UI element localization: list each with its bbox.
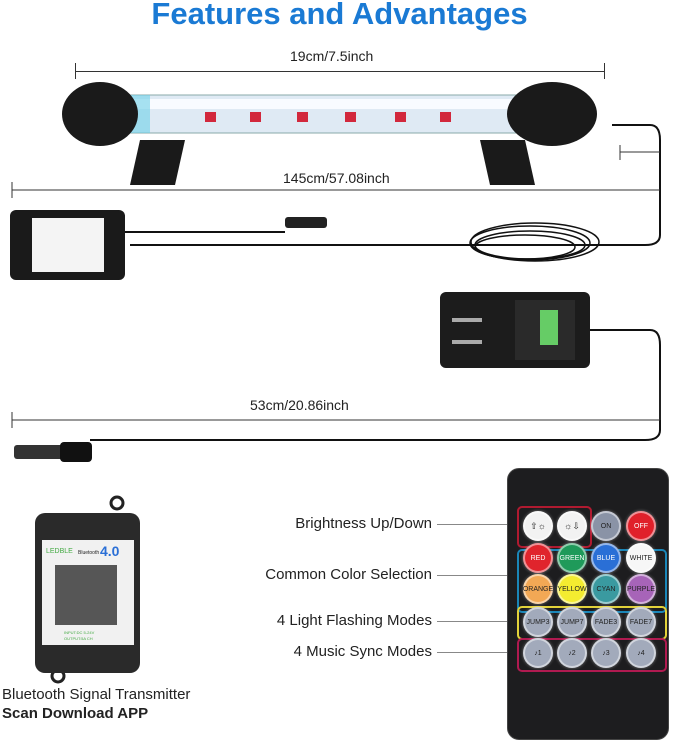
remote-button-blue[interactable]: BLUE xyxy=(591,543,621,573)
leader-line xyxy=(437,575,514,576)
remote-button-jump7[interactable]: JUMP7 xyxy=(557,607,587,637)
light-length-label: 19cm/7.5inch xyxy=(290,48,374,64)
dimension-tick xyxy=(604,63,605,79)
music-group xyxy=(517,638,667,672)
remote-button-orange[interactable]: ORANGE xyxy=(523,574,553,604)
label-brightness: Brightness Up/Down xyxy=(295,515,432,532)
remote-button-music1[interactable]: ♪1 xyxy=(523,638,553,668)
remote-button-cyan[interactable]: CYAN xyxy=(591,574,621,604)
remote-button-red[interactable]: RED xyxy=(523,543,553,573)
transmitter-version: 4.0 xyxy=(100,543,120,559)
qr-code xyxy=(55,565,117,625)
end-cap-right xyxy=(507,82,597,146)
remote-button-music2[interactable]: ♪2 xyxy=(557,638,587,668)
suction-cup xyxy=(130,140,185,185)
transmitter-bt-label: Bluetooth xyxy=(78,550,100,556)
remote-button-fade7[interactable]: FADE7 xyxy=(626,607,656,637)
remote-button-fade3[interactable]: FADE3 xyxy=(591,607,621,637)
remote-button-on[interactable]: ON xyxy=(591,511,621,541)
adapter-cable-length-label: 53cm/20.86inch xyxy=(250,397,349,413)
end-cap-left xyxy=(62,82,138,146)
remote-button-white[interactable]: WHITE xyxy=(626,543,656,573)
remote-button-yellow[interactable]: YELLOW xyxy=(557,574,587,604)
leader-line xyxy=(437,621,514,622)
dimension-line xyxy=(75,71,605,72)
led-chips xyxy=(205,112,451,122)
cable-coil xyxy=(469,222,600,262)
remote-button-music3[interactable]: ♪3 xyxy=(591,638,621,668)
label-colors: Common Color Selection xyxy=(265,566,432,583)
connector-plug xyxy=(285,217,327,228)
dimension-tick xyxy=(75,63,76,79)
transmitter-spec: OUTPUT:5A CH xyxy=(64,636,93,641)
brightness-down-icon-button[interactable]: ☼⇩ xyxy=(557,511,587,541)
leader-line xyxy=(437,652,514,653)
light-cable-length-label: 145cm/57.08inch xyxy=(283,170,390,186)
light-cable xyxy=(130,124,661,246)
dc-plug xyxy=(14,445,64,459)
remote-button-off[interactable]: OFF xyxy=(626,511,656,541)
brightness-up-icon-button[interactable]: ⇧☼ xyxy=(523,511,553,541)
label-music: 4 Music Sync Modes xyxy=(293,643,432,660)
remote-button-green[interactable]: GREEN xyxy=(557,543,587,573)
transmitter-brand: LEDBLE xyxy=(46,548,73,555)
remote-button-jump3[interactable]: JUMP3 xyxy=(523,607,553,637)
transmitter-spec: INPUT:DC 5-24V xyxy=(64,630,95,635)
page-title: Features and Advantages xyxy=(151,0,528,31)
leader-line xyxy=(437,524,517,525)
remote-button-purple[interactable]: PURPLE xyxy=(626,574,656,604)
suction-cup xyxy=(480,140,535,185)
remote-button-music4[interactable]: ♪4 xyxy=(626,638,656,668)
transmitter-caption-bold: Scan Download APP xyxy=(2,705,149,722)
transmitter-caption: Bluetooth Signal Transmitter xyxy=(2,686,191,703)
label-flashing: 4 Light Flashing Modes xyxy=(276,612,432,629)
